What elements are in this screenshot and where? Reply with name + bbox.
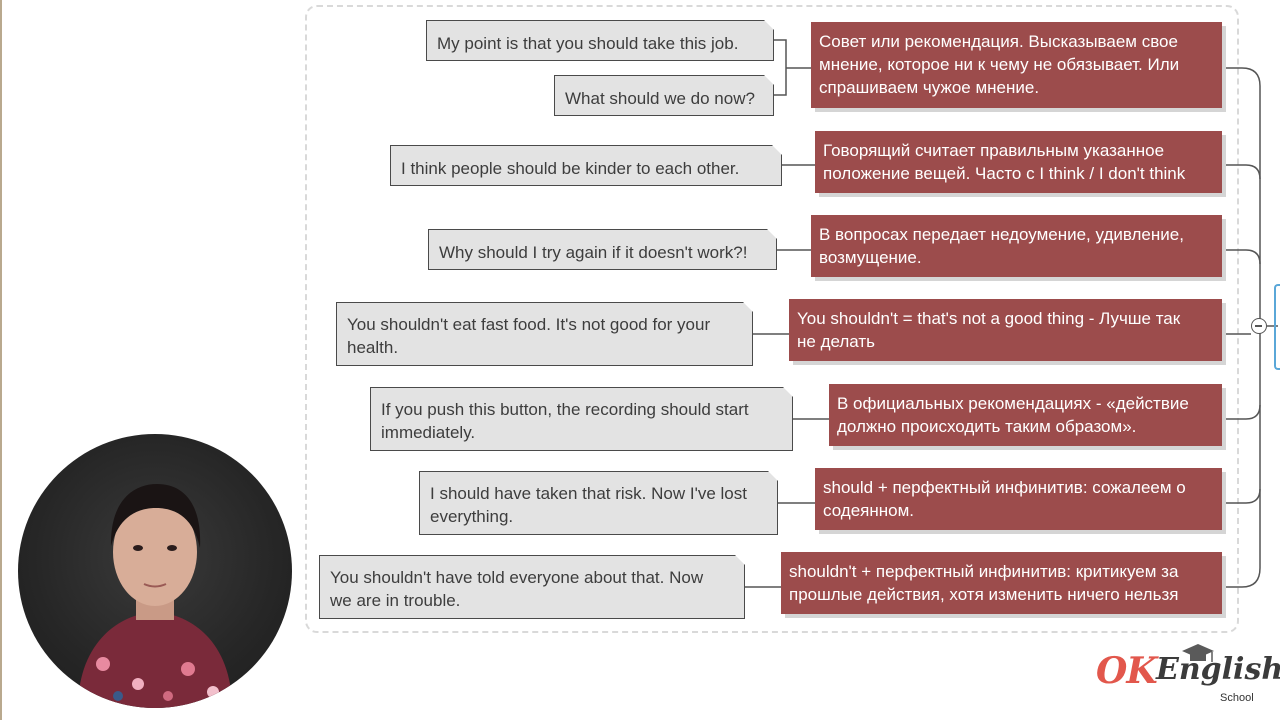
- example-text: My point is that you should take this jo…: [437, 34, 739, 53]
- connector-line: [1222, 164, 1261, 180]
- connector-line: [1222, 249, 1261, 265]
- example-node[interactable]: You shouldn't eat fast food. It's not go…: [336, 302, 753, 366]
- example-text-line: You shouldn't eat fast food. It's not go…: [347, 315, 711, 334]
- explanation-node[interactable]: should + перфектный инфинитив: сожалеем …: [815, 468, 1222, 530]
- explanation-text-line: должно происходить таким образом».: [837, 417, 1137, 436]
- explanation-text-line: В официальных рекомендациях - «действие: [837, 394, 1189, 413]
- webcam-overlay: [18, 434, 292, 708]
- example-text-line: If you push this button, the recording s…: [381, 400, 749, 419]
- explanation-text-line: should + перфектный инфинитив: сожалеем …: [823, 478, 1186, 497]
- connector-line: [1222, 404, 1261, 420]
- explanation-node[interactable]: Говорящий считает правильным указанное п…: [815, 131, 1222, 193]
- presenter-silhouette: [78, 484, 232, 708]
- explanation-text-line: прошлые действия, хотя изменить ничего н…: [789, 585, 1179, 604]
- explanation-text-line: возмущение.: [819, 248, 922, 267]
- example-node[interactable]: You shouldn't have told everyone about t…: [319, 555, 745, 619]
- explanation-text-line: спрашиваем чужое мнение.: [819, 78, 1040, 97]
- explanation-text-line: Говорящий считает правильным указанное: [823, 141, 1165, 160]
- explanation-text-line: shouldn't + перфектный инфинитив: критик…: [789, 562, 1179, 581]
- example-text-line: You shouldn't have told everyone about t…: [330, 568, 704, 587]
- example-text-line: health.: [347, 338, 399, 357]
- example-node[interactable]: If you push this button, the recording s…: [370, 387, 793, 451]
- explanation-node[interactable]: You shouldn't = that's not a good thing …: [789, 299, 1222, 361]
- example-node[interactable]: I should have taken that risk. Now I've …: [419, 471, 778, 535]
- explanation-node[interactable]: shouldn't + перфектный инфинитив: критик…: [781, 552, 1222, 614]
- collapse-toggle-icon[interactable]: [1251, 318, 1267, 334]
- example-text-line: we are in trouble.: [330, 591, 461, 610]
- ok-english-logo: OK English School: [1096, 644, 1280, 710]
- example-text-line: I should have taken that risk. Now I've …: [430, 484, 747, 503]
- graduation-cap-icon: [1182, 644, 1214, 662]
- example-text: I think people should be kinder to each …: [401, 159, 740, 178]
- example-node[interactable]: My point is that you should take this jo…: [426, 20, 774, 61]
- explanation-node[interactable]: В вопросах передает недоумение, удивлени…: [811, 215, 1222, 277]
- root-topic-node-edge[interactable]: [1274, 284, 1280, 370]
- connector-line: [774, 39, 787, 96]
- example-text: What should we do now?: [565, 89, 755, 108]
- mindmap-boundary: [305, 5, 1239, 633]
- explanation-text-line: мнение, которое ни к чему не обязывает. …: [819, 55, 1180, 74]
- explanation-text-line: не делать: [797, 332, 876, 351]
- example-node[interactable]: What should we do now?: [554, 75, 774, 116]
- explanation-text-line: Совет или рекомендация. Высказываем свое: [819, 32, 1178, 51]
- example-text-line: immediately.: [381, 423, 476, 442]
- explanation-text-line: содеянном.: [823, 501, 914, 520]
- left-edge-line: [0, 0, 2, 720]
- explanation-text-line: You shouldn't = that's not a good thing …: [797, 309, 1181, 328]
- example-text-line: everything.: [430, 507, 514, 526]
- logo-english-text: English: [1156, 652, 1280, 687]
- connector-line: [1222, 488, 1261, 504]
- example-text: Why should I try again if it doesn't wor…: [439, 243, 748, 262]
- explanation-text-line: положение вещей. Часто с I think / I don…: [823, 164, 1186, 183]
- logo-ok-text: OK: [1096, 650, 1158, 692]
- explanation-node[interactable]: В официальных рекомендациях - «действие …: [829, 384, 1222, 446]
- explanation-text-line: В вопросах передает недоумение, удивлени…: [819, 225, 1184, 244]
- logo-school-text: School: [1220, 692, 1254, 704]
- example-node[interactable]: Why should I try again if it doesn't wor…: [428, 229, 777, 270]
- example-node[interactable]: I think people should be kinder to each …: [390, 145, 782, 186]
- explanation-node[interactable]: Совет или рекомендация. Высказываем свое…: [811, 22, 1222, 108]
